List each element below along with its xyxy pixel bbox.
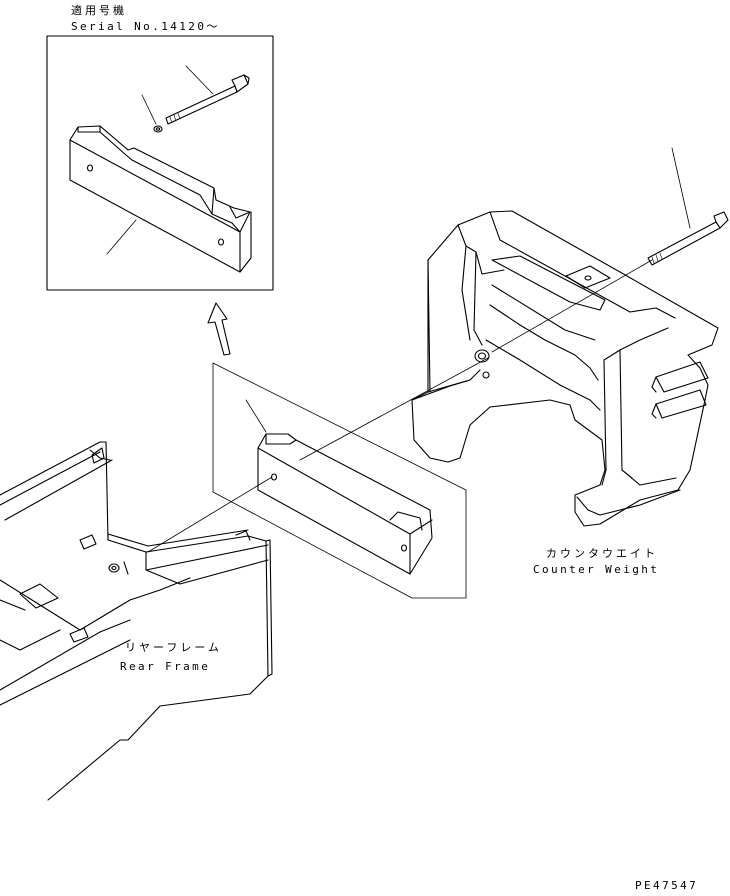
drawing-number: PE47547 [635,879,699,892]
centerline-right [491,259,653,353]
rear-frame-label-jp: リヤーフレーム [125,641,223,654]
cw-bolt-leader [671,147,691,229]
inset-counterweight-block [69,125,252,273]
counter-weight-label-en: Counter Weight [533,563,660,576]
inset-panel [46,35,274,291]
inset-frame [46,35,274,291]
inset-title-jp: 適用号機 [71,4,127,17]
inset-bolt-leader [185,65,214,95]
counter-weight-bolt [647,147,729,266]
counterweight-block-assembly [212,362,467,599]
inset-arrow [207,302,231,356]
inset-washer [141,94,163,133]
centerline-middle [299,357,489,461]
rear-frame-part [0,441,273,801]
inset-washer-leader [141,94,157,125]
inset-bolt [165,65,250,125]
rear-frame-label-en: Rear Frame [120,660,211,673]
inset-block-leader [106,219,137,255]
counter-weight-label-jp: カウンタウエイト [546,547,658,560]
centerline-left [147,476,273,553]
counter-weight-part [411,210,719,527]
inset-serial-label: Serial No.14120～ [71,20,220,33]
block-leader [245,399,267,433]
